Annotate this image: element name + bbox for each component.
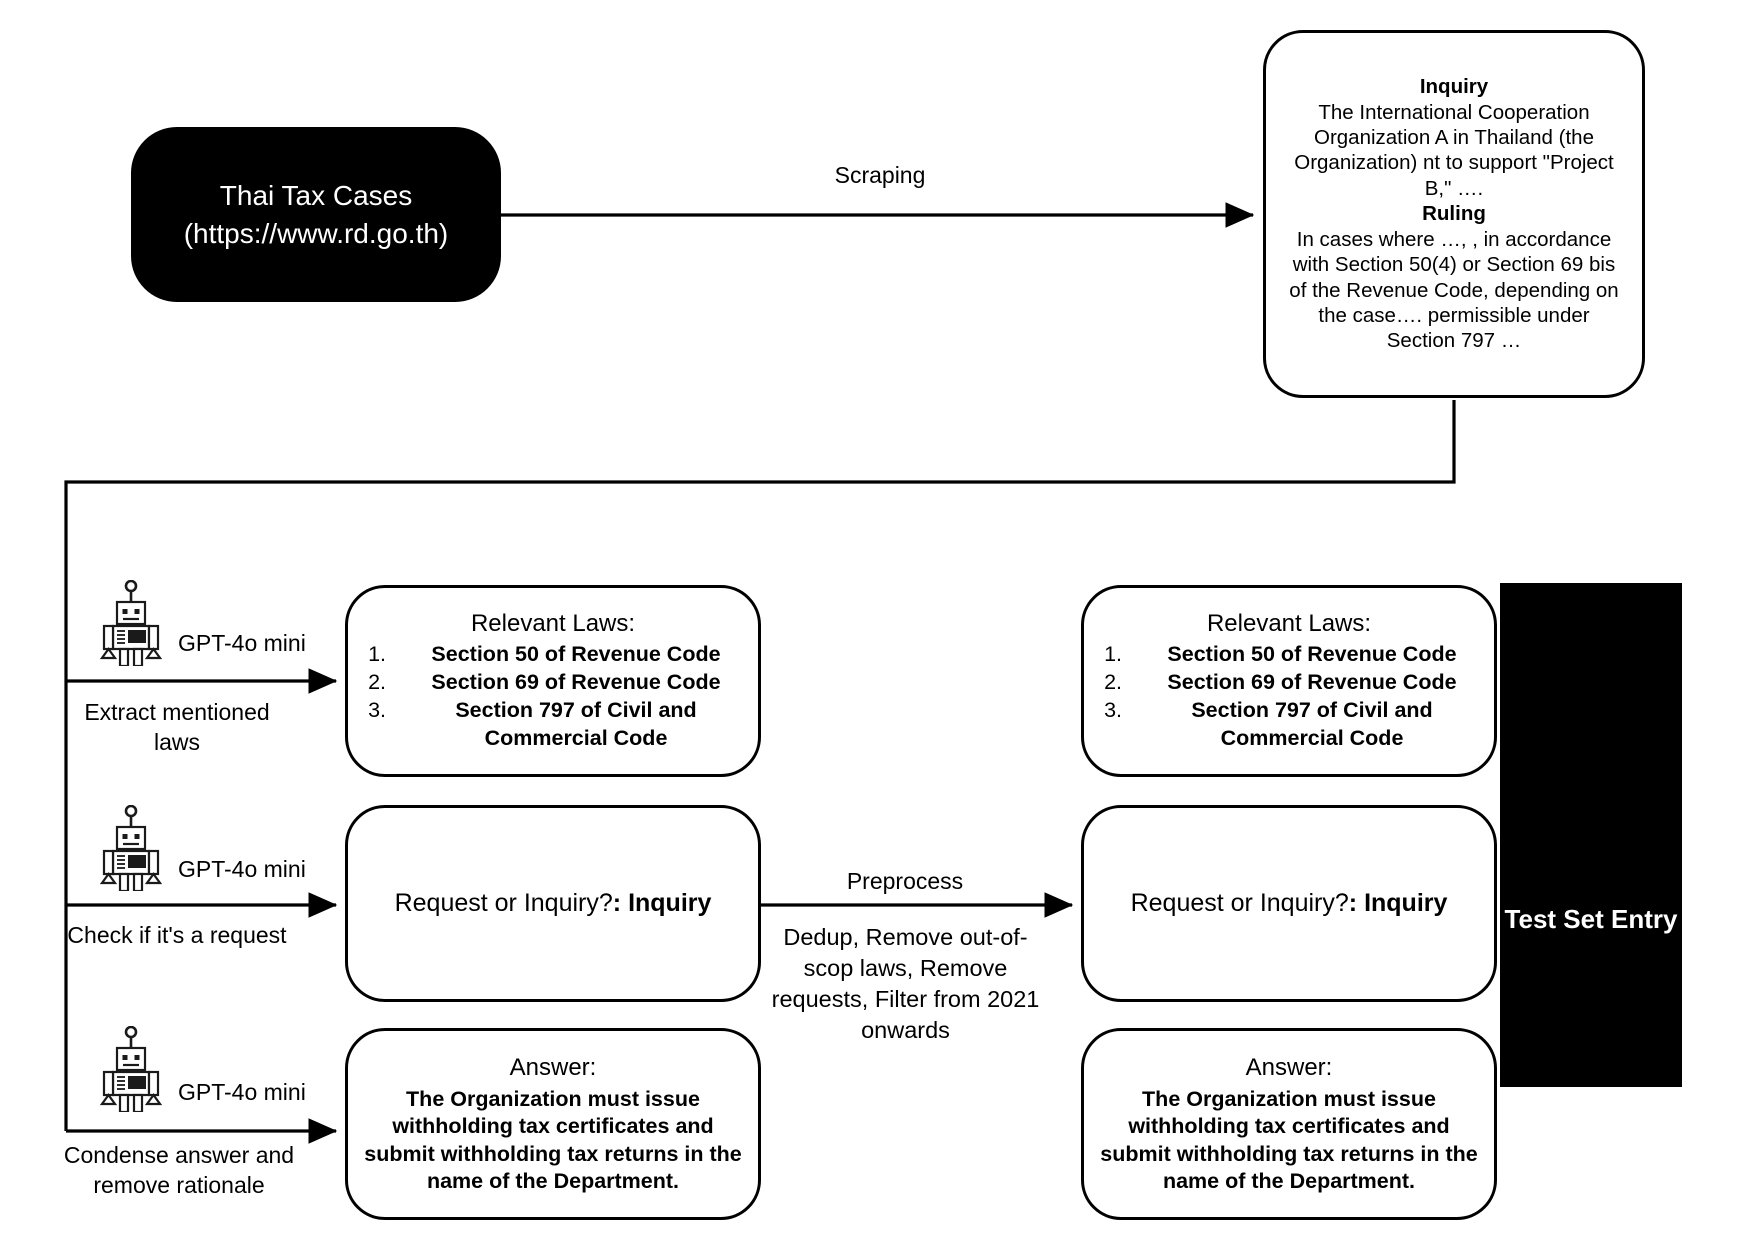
laws-list: 1. Section 50 of Revenue Code 2. Section… [356, 641, 750, 753]
model-label-row1: GPT-4o mini [178, 630, 306, 656]
relevant-laws-card-left: Relevant Laws: 1. Section 50 of Revenue … [345, 585, 761, 777]
task-label-row3: Condense answer and remove rationale [63, 1142, 295, 1199]
classification-answer: Inquiry [1364, 889, 1448, 918]
answer-title: Answer: [1245, 1054, 1333, 1082]
document-card: Inquiry The International Cooperation Or… [1263, 30, 1645, 398]
test-set-entry-label: Test Set Entry [1504, 903, 1678, 934]
answer-title: Answer: [509, 1054, 597, 1082]
list-item: 2. Section 69 of Revenue Code [1092, 669, 1486, 697]
list-item: 1. Section 50 of Revenue Code [356, 641, 750, 669]
robot-icon-row3 [99, 1025, 163, 1117]
classification-card-right: Request or Inquiry?: Inquiry [1081, 805, 1497, 1002]
edge-label-preprocess-description: Dedup, Remove out-of-scop laws, Remove r… [771, 924, 1040, 1044]
list-item: 3. Section 797 of Civil and Commercial C… [356, 697, 750, 753]
list-item-text: Section 797 of Civil and Commercial Code [1191, 697, 1433, 750]
task-label-row1: Extract mentioned laws [84, 699, 270, 756]
list-item-number: 3. [1104, 697, 1122, 722]
list-item: 1. Section 50 of Revenue Code [1092, 641, 1486, 669]
list-item-number: 1. [368, 641, 386, 666]
list-item-number: 2. [368, 669, 386, 694]
list-item: 3. Section 797 of Civil and Commercial C… [1092, 697, 1486, 753]
classification-answer: Inquiry [628, 889, 712, 918]
answer-card-right: Answer: The Organization must issue with… [1081, 1028, 1497, 1220]
classification-question: Request or Inquiry? [394, 889, 613, 918]
list-item-text: Section 69 of Revenue Code [431, 669, 721, 694]
source-title: Thai Tax Cases [219, 179, 413, 211]
source-node[interactable]: Thai Tax Cases (https://www.rd.go.th) [131, 127, 501, 302]
laws-title: Relevant Laws: [1206, 609, 1372, 637]
answer-text: The Organization must issue withholding … [1100, 1086, 1478, 1194]
classification-line: Request or Inquiry?: Inquiry [395, 887, 712, 920]
edge-label-scraping: Scraping [834, 162, 926, 188]
laws-list: 1. Section 50 of Revenue Code 2. Section… [1092, 641, 1486, 753]
classification-question: Request or Inquiry? [1130, 889, 1349, 918]
source-url: (https://www.rd.go.th) [183, 217, 449, 249]
model-label-row3: GPT-4o mini [178, 1079, 306, 1105]
list-item-text: Section 69 of Revenue Code [1167, 669, 1457, 694]
robot-icon-row1 [99, 579, 163, 671]
classification-line: Request or Inquiry?: Inquiry [1131, 887, 1448, 920]
answer-card-left: Answer: The Organization must issue with… [345, 1028, 761, 1220]
ruling-text: In cases where …, , in accordance with S… [1289, 227, 1619, 353]
list-item-number: 2. [1104, 669, 1122, 694]
laws-title: Relevant Laws: [470, 609, 636, 637]
wire-spine [64, 400, 1456, 1131]
classification-card-left: Request or Inquiry?: Inquiry [345, 805, 761, 1002]
task-label-row2: Check if it's a request [67, 922, 287, 948]
list-item: 2. Section 69 of Revenue Code [356, 669, 750, 697]
ruling-heading: Ruling [1422, 202, 1486, 226]
list-item-number: 3. [368, 697, 386, 722]
list-item-text: Section 797 of Civil and Commercial Code [455, 697, 697, 750]
test-set-entry-panel: Test Set Entry [1500, 583, 1682, 1087]
inquiry-heading: Inquiry [1419, 75, 1489, 99]
classification-separator: : [612, 889, 629, 918]
classification-separator: : [1348, 889, 1365, 918]
model-label-row2: GPT-4o mini [178, 856, 306, 882]
relevant-laws-card-right: Relevant Laws: 1. Section 50 of Revenue … [1081, 585, 1497, 777]
answer-text: The Organization must issue withholding … [364, 1086, 742, 1194]
robot-icon-row2 [99, 804, 163, 896]
list-item-text: Section 50 of Revenue Code [431, 641, 721, 666]
list-item-text: Section 50 of Revenue Code [1167, 641, 1457, 666]
list-item-number: 1. [1104, 641, 1122, 666]
edge-label-preprocess: Preprocess [846, 868, 964, 894]
inquiry-text: The International Cooperation Organizati… [1294, 100, 1614, 200]
